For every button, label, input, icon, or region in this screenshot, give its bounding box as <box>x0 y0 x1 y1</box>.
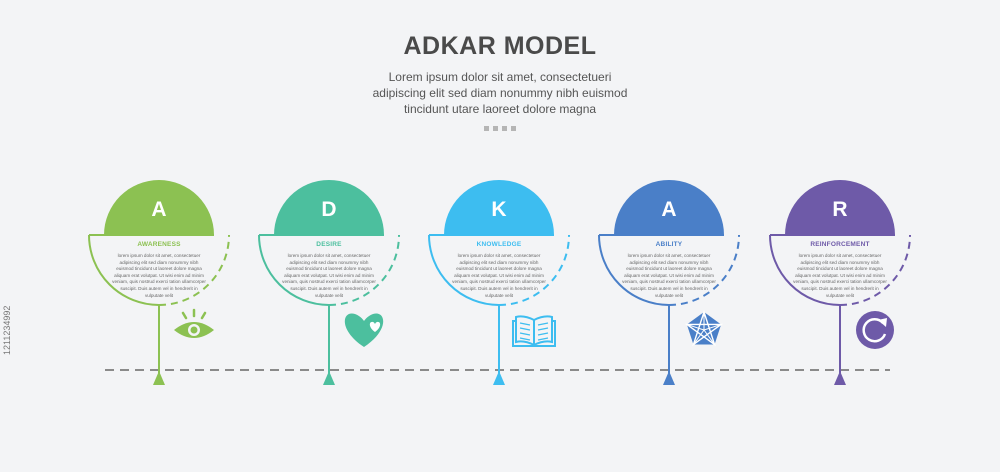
book-page-left <box>515 315 535 347</box>
step-text-block: KNOWLEDGE lorem ipsum dolor sit amet, con… <box>451 241 547 299</box>
step-label: ABILITY <box>655 241 683 248</box>
eye-icon <box>174 308 214 338</box>
step-text-block: REINFORCEMENT lorem ipsum dolor sit amet,… <box>792 241 888 299</box>
step-description: lorem ipsum dolor sit amet, consectetuer… <box>622 253 716 298</box>
step-dome <box>104 180 214 235</box>
step-letter: D <box>321 198 337 221</box>
book-text-line <box>537 337 549 341</box>
step-base-triangle <box>323 371 335 385</box>
book-text-line <box>519 327 531 331</box>
dot <box>502 126 507 131</box>
step-text-block: AWARENESS lorem ipsum dolor sit amet, con… <box>111 241 207 299</box>
dot <box>511 126 516 131</box>
decorative-dots <box>0 126 1000 131</box>
step-5 <box>769 180 911 385</box>
eye-lash <box>181 311 188 320</box>
dot <box>484 126 489 131</box>
header: ADKAR MODEL Lorem ipsum dolor sit amet, … <box>0 30 1000 131</box>
book-icon <box>512 315 556 347</box>
step-bowl-dashed <box>328 234 400 306</box>
step-bowl-dashed <box>498 234 570 306</box>
step-letter: A <box>151 198 167 221</box>
book-text-line <box>519 322 531 326</box>
eye-pupil <box>190 326 198 334</box>
pentagon-spoke <box>703 329 715 345</box>
subtitle: Lorem ipsum dolor sit amet, consectetuer… <box>0 69 1000 117</box>
step-letter: R <box>832 198 848 221</box>
step-dome <box>274 180 384 235</box>
book-text-line <box>519 337 531 341</box>
step-3 <box>428 180 570 385</box>
page-title: ADKAR MODEL <box>403 32 597 60</box>
pentagon-spoke <box>703 323 722 331</box>
step-description: lorem ipsum dolor sit amet, consectetuer… <box>793 253 887 298</box>
stock-id: 1211234992 <box>2 305 12 355</box>
step-base-triangle <box>493 371 505 385</box>
step-description: lorem ipsum dolor sit amet, consectetuer… <box>282 253 376 298</box>
step-description: lorem ipsum dolor sit amet, consectetuer… <box>452 253 546 298</box>
book-page-right <box>533 315 553 347</box>
step-bowl-solid <box>88 234 160 306</box>
refresh-arc <box>862 318 887 343</box>
pentagon-spoke <box>686 323 705 331</box>
step-bowl-dashed <box>158 234 230 306</box>
book-text-line <box>519 332 531 336</box>
step-1 <box>88 180 230 385</box>
step-dome <box>444 180 554 235</box>
step-label: AWARENESS <box>137 241 181 248</box>
subtitle-line: tincidunt utare laoreet dolore magna <box>403 102 597 116</box>
step-label: DESIRE <box>316 241 342 248</box>
step-dome <box>614 180 724 235</box>
step-text-block: ABILITY lorem ipsum dolor sit amet, conse… <box>621 241 717 299</box>
step-letter: A <box>661 198 677 221</box>
dot <box>493 126 498 131</box>
step-base-triangle <box>153 371 165 385</box>
step-letter: K <box>491 198 507 221</box>
book-cover <box>512 320 556 347</box>
refresh-icon <box>856 311 894 349</box>
step-label: KNOWLEDGE <box>476 241 522 248</box>
step-base-triangle <box>663 371 675 385</box>
step-dome <box>785 180 895 235</box>
step-bowl-solid <box>428 234 500 306</box>
step-bowl-dashed <box>668 234 740 306</box>
pentagon-spoke <box>693 329 705 345</box>
subtitle-line: adipiscing elit sed diam nonummy nibh eu… <box>372 86 628 100</box>
refresh-arrowhead <box>878 318 887 327</box>
step-bowl-dashed <box>839 234 911 306</box>
heart-inner <box>369 321 381 332</box>
heart-shape <box>344 313 384 347</box>
refresh-circle <box>856 311 894 349</box>
book-text-line <box>537 322 549 326</box>
step-label: REINFORCEMENT <box>810 241 870 248</box>
eye-lash <box>200 311 207 320</box>
heart-icon <box>344 313 384 347</box>
step-base-triangle <box>834 371 846 385</box>
step-4 <box>598 180 740 385</box>
step-bowl-solid <box>258 234 330 306</box>
subtitle-line: Lorem ipsum dolor sit amet, consectetuer… <box>388 70 612 84</box>
step-2 <box>258 180 400 385</box>
step-text-block: DESIRE lorem ipsum dolor sit amet, consec… <box>281 241 377 299</box>
book-text-line <box>537 332 549 336</box>
step-bowl-solid <box>769 234 841 306</box>
step-description: lorem ipsum dolor sit amet, consectetuer… <box>112 253 206 298</box>
pentagon-icon <box>684 309 724 347</box>
step-bowl-solid <box>598 234 670 306</box>
book-text-line <box>537 327 549 331</box>
